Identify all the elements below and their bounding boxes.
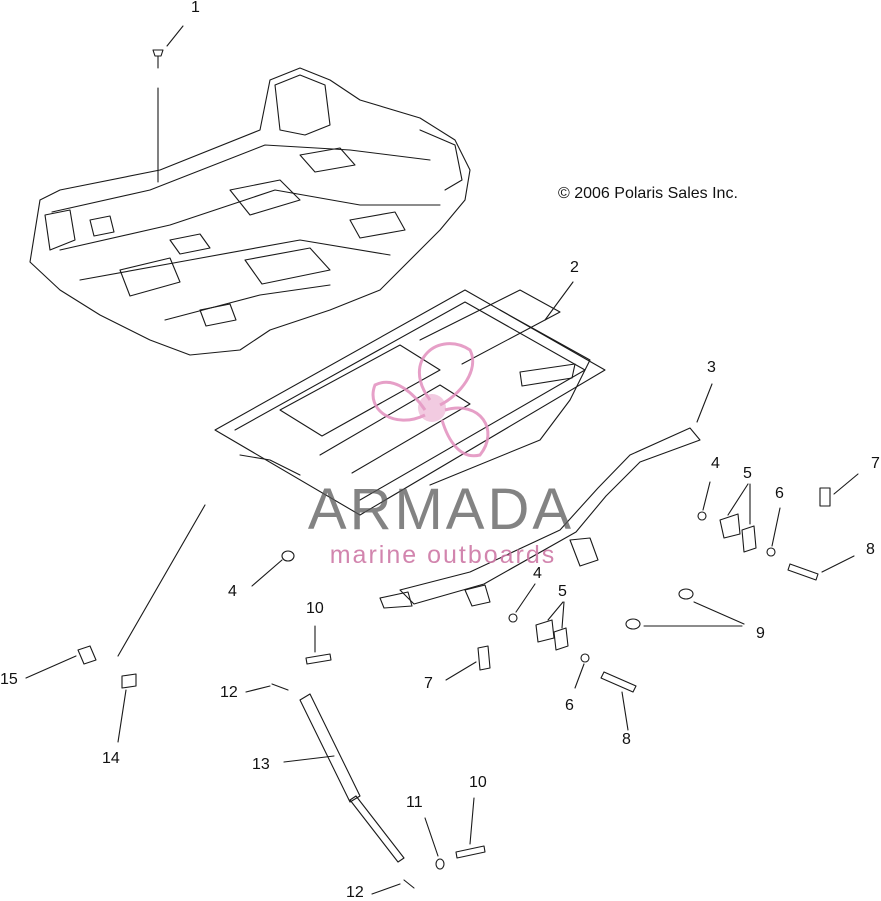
seat-base-panel bbox=[29, 67, 471, 356]
latch-part-5 bbox=[535, 483, 757, 651]
callout-3: 3 bbox=[707, 359, 716, 376]
washer-part-11 bbox=[424, 817, 445, 870]
nut-part-9 bbox=[625, 588, 745, 630]
fastener-part-15 bbox=[25, 645, 97, 679]
callout-10: 10 bbox=[469, 774, 487, 791]
callout-1: 1 bbox=[191, 0, 200, 16]
callout-2: 2 bbox=[570, 259, 579, 276]
copyright-notice: © 2006 Polaris Sales Inc. bbox=[558, 185, 738, 202]
callout-12: 12 bbox=[220, 684, 238, 701]
callout-14: 14 bbox=[102, 750, 120, 767]
callout-13: 13 bbox=[252, 756, 270, 773]
callout-15: 15 bbox=[0, 671, 18, 688]
screw-part-1 bbox=[152, 25, 184, 69]
watermark-tagline: marine outboards bbox=[329, 541, 557, 569]
washer-part-4 bbox=[251, 481, 711, 623]
callout-4: 4 bbox=[711, 455, 720, 472]
callout-6: 6 bbox=[565, 697, 574, 714]
gas-strut-part-13 bbox=[283, 693, 405, 863]
callout-10: 10 bbox=[306, 600, 324, 617]
clip-part-12 bbox=[245, 683, 415, 895]
pin-part-10 bbox=[305, 625, 486, 859]
callout-12: 12 bbox=[346, 884, 364, 901]
grommet-part-14 bbox=[117, 504, 206, 743]
callout-4: 4 bbox=[533, 565, 542, 582]
callout-9: 9 bbox=[756, 625, 765, 642]
callout-6: 6 bbox=[775, 485, 784, 502]
bolt-part-8 bbox=[600, 555, 855, 731]
callout-4: 4 bbox=[228, 583, 237, 600]
release-rod-part-3 bbox=[379, 383, 713, 609]
callout-7: 7 bbox=[871, 455, 880, 472]
bushing-part-7 bbox=[445, 473, 859, 681]
callout-7: 7 bbox=[424, 675, 433, 692]
watermark-propeller-logo bbox=[371, 342, 490, 458]
watermark-brand: ARMADA bbox=[307, 477, 575, 542]
nut-part-6 bbox=[574, 507, 781, 689]
callout-8: 8 bbox=[622, 731, 631, 748]
callout-5: 5 bbox=[743, 465, 752, 482]
callout-11: 11 bbox=[406, 794, 423, 811]
callout-5: 5 bbox=[558, 583, 567, 600]
callout-8: 8 bbox=[866, 541, 875, 558]
